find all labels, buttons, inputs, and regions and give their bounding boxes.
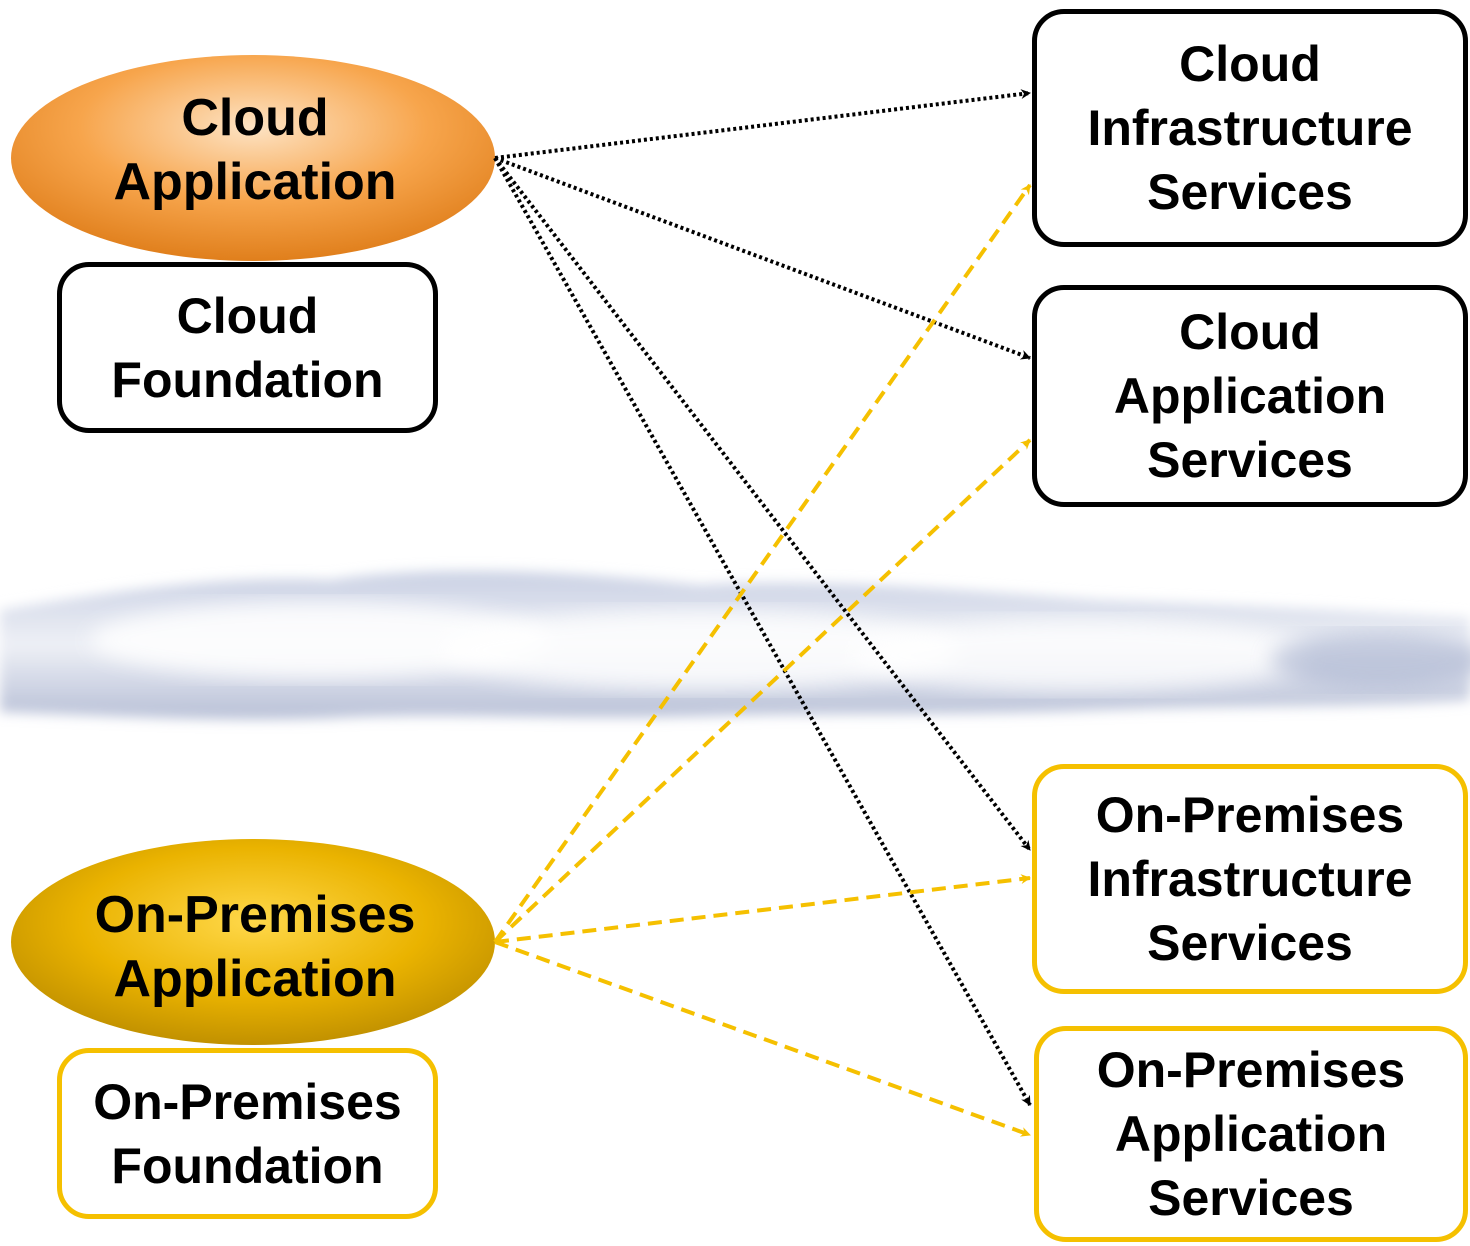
connector-cloudapp-to-cloudappservices xyxy=(494,156,1031,360)
onprem-application-label: On-Premises Application xyxy=(55,883,455,1011)
onprem-infrastructure-services-box: On-Premises Infrastructure Services xyxy=(1032,764,1468,994)
cloud-app-services-line3: Services xyxy=(1147,432,1353,488)
onprem-infra-line1: On-Premises xyxy=(1095,787,1405,843)
onprem-infra-line3: Services xyxy=(1147,915,1353,971)
cloud-infrastructure-services-box: Cloud Infrastructure Services xyxy=(1032,9,1468,247)
onprem-application-services-box: On-Premises Application Services xyxy=(1034,1026,1468,1242)
cloud-application-services-box: Cloud Application Services xyxy=(1032,285,1468,507)
onprem-application-line2: Application xyxy=(113,950,397,1008)
cloud-application-line2: Application xyxy=(113,153,397,211)
onprem-application-ellipse xyxy=(11,839,495,1045)
connector-cloudapp-to-onpreminfra xyxy=(493,156,1032,852)
connector-onpremapp-to-onpremappservices xyxy=(494,940,1031,1137)
cloud-infra-line2: Infrastructure xyxy=(1087,100,1413,156)
cloud-application-ellipse xyxy=(11,55,495,261)
cloud-infra-line1: Cloud xyxy=(1179,36,1321,92)
connector-lines xyxy=(493,89,1032,1137)
cloud-app-services-line2: Application xyxy=(1113,368,1387,424)
connector-cloudapp-to-onpremappservices xyxy=(493,157,1032,1106)
connector-onpremapp-to-cloudinfra xyxy=(493,183,1032,944)
onprem-foundation-line1: On-Premises xyxy=(93,1073,402,1130)
cloud-band-image xyxy=(0,570,1470,720)
cloud-infra-line3: Services xyxy=(1147,164,1353,220)
onprem-infra-line2: Infrastructure xyxy=(1087,851,1413,907)
cloud-foundation-line1: Cloud xyxy=(176,287,319,344)
onprem-foundation-box: On-Premises Foundation xyxy=(57,1048,438,1219)
onprem-app-services-line3: Services xyxy=(1148,1170,1354,1226)
cloud-app-services-line1: Cloud xyxy=(1179,304,1321,360)
connector-onpremapp-to-onpreminfra xyxy=(494,874,1031,944)
connector-onpremapp-to-cloudappservices xyxy=(493,438,1032,944)
onprem-app-services-line2: Application xyxy=(1114,1106,1388,1162)
onprem-application-line1: On-Premises xyxy=(94,886,416,944)
cloud-foundation-box: Cloud Foundation xyxy=(57,262,438,433)
cloud-application-label: Cloud Application xyxy=(55,86,455,214)
cloud-application-line1: Cloud xyxy=(181,89,329,147)
cloud-foundation-line2: Foundation xyxy=(111,351,384,408)
onprem-app-services-line1: On-Premises xyxy=(1096,1042,1406,1098)
connector-cloudapp-to-cloudinfra xyxy=(494,89,1031,160)
onprem-foundation-line2: Foundation xyxy=(111,1137,384,1194)
